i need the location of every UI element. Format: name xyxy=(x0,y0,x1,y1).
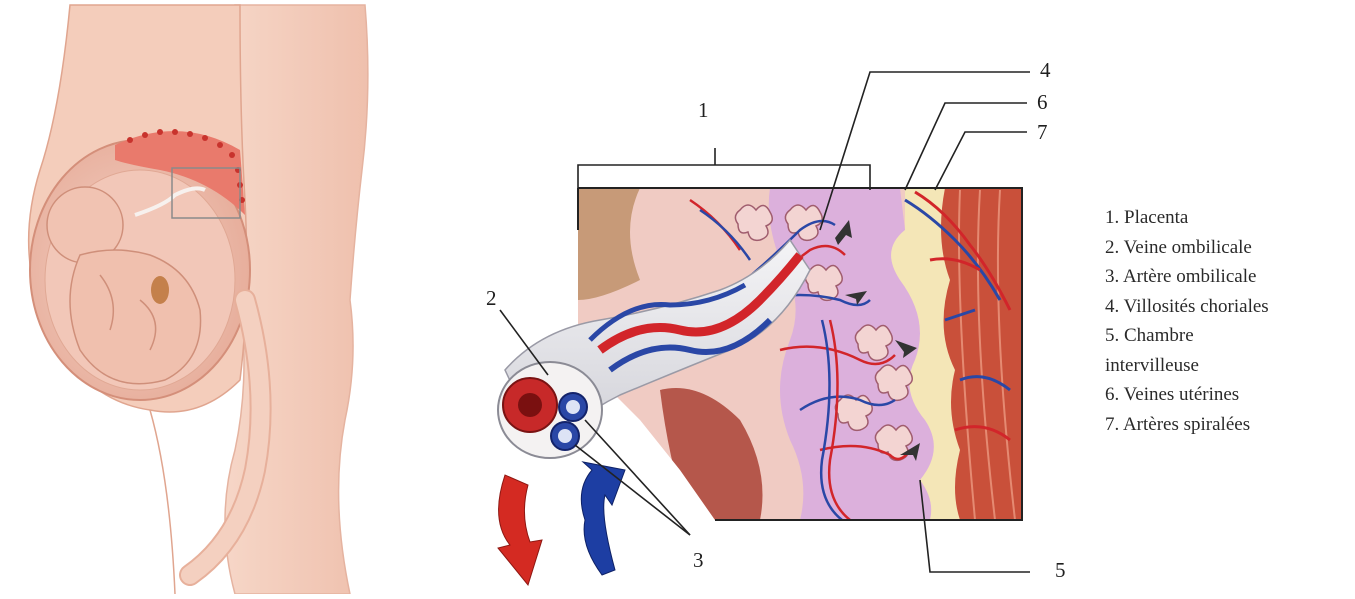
leader-7 xyxy=(935,132,1027,190)
label-5: 5 xyxy=(1055,558,1066,583)
label-3: 3 xyxy=(693,548,704,573)
label-6: 6 xyxy=(1037,90,1048,115)
label-2: 2 xyxy=(486,286,497,311)
pregnant-body-illustration xyxy=(29,5,368,594)
legend-item-umbilical-vein: 2. Veine ombilicale xyxy=(1105,233,1355,263)
legend-item-intervillous-chamber-cont: intervilleuse xyxy=(1105,351,1355,381)
bracket-1 xyxy=(578,165,870,190)
label-7: 7 xyxy=(1037,120,1048,145)
leader-6 xyxy=(905,103,1027,190)
legend: 1. Placenta 2. Veine ombilicale 3. Artèr… xyxy=(1105,203,1355,439)
placenta-detail-illustration xyxy=(498,72,1030,585)
legend-item-umbilical-artery: 3. Artère ombilicale xyxy=(1105,262,1355,292)
red-flow-arrow xyxy=(498,475,542,585)
legend-item-placenta: 1. Placenta xyxy=(1105,203,1355,233)
label-1: 1 xyxy=(698,98,709,123)
legend-item-chorionic-villi: 4. Villosités choriales xyxy=(1105,292,1355,322)
legend-item-uterine-veins: 6. Veines utérines xyxy=(1105,380,1355,410)
legend-item-intervillous-chamber: 5. Chambre xyxy=(1105,321,1355,351)
legend-item-spiral-arteries: 7. Artères spiralées xyxy=(1105,410,1355,440)
label-4: 4 xyxy=(1040,58,1051,83)
